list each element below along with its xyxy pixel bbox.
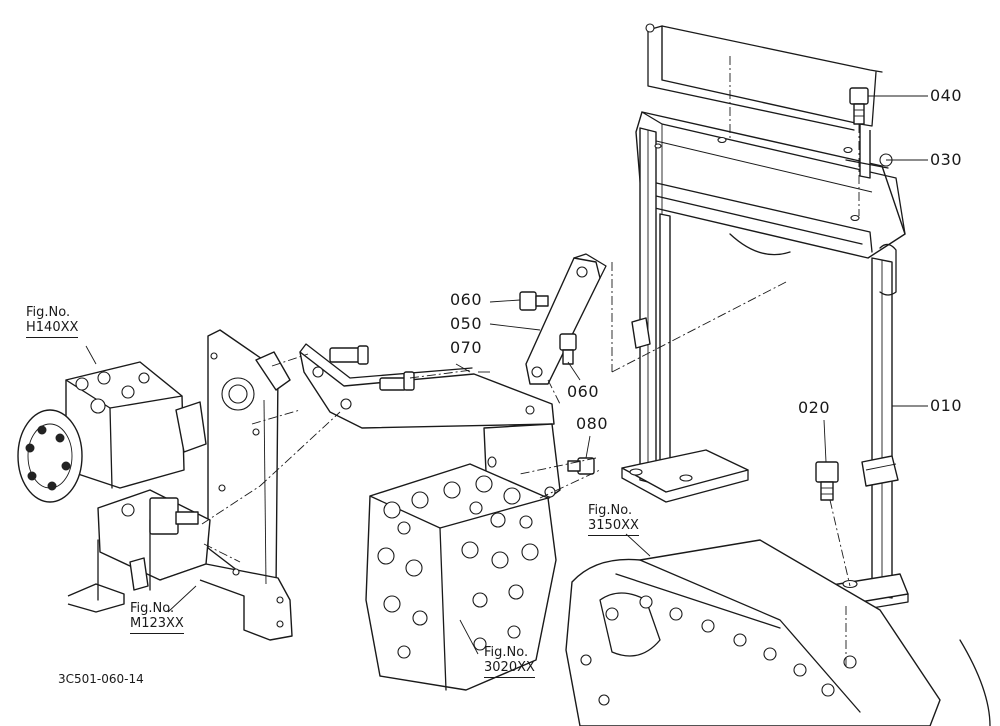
label-part-070: 070 <box>450 338 483 357</box>
figure-ref-3150xx-prefix: Fig.No. <box>588 503 633 518</box>
cylinder-head <box>365 463 557 691</box>
figure-ref-3150xx-code: 3150XX <box>588 518 639 536</box>
figure-ref-m123xx-prefix: Fig.No. <box>130 601 175 616</box>
figure-ref-3150xx[interactable]: Fig.No. 3150XX <box>588 503 639 536</box>
label-part-010: 010 <box>930 396 963 415</box>
assembly-center-lines <box>201 56 860 668</box>
bolt-020 <box>815 461 839 501</box>
figure-ref-m123xx[interactable]: Fig.No. M123XX <box>130 601 184 634</box>
bolt-040 <box>849 87 869 125</box>
label-part-050: 050 <box>450 314 483 333</box>
bolt-060-lower <box>559 333 577 365</box>
front-frame-housing <box>565 539 991 726</box>
diagram-reference-number: 3C501-060-14 <box>58 672 144 686</box>
label-part-020: 020 <box>798 398 831 417</box>
label-part-080: 080 <box>576 414 609 433</box>
bolt-080 <box>567 457 595 475</box>
figure-ref-m123xx-code: M123XX <box>130 616 184 634</box>
figure-ref-3020xx-code: 3020XX <box>484 660 535 678</box>
leader-lines <box>85 95 928 655</box>
lower-bracket <box>67 489 293 641</box>
steering-unit <box>17 361 207 503</box>
label-part-040: 040 <box>930 86 963 105</box>
figure-ref-h140xx-prefix: Fig.No. <box>26 305 71 320</box>
figure-ref-h140xx[interactable]: Fig.No. H140XX <box>26 305 79 338</box>
figure-ref-3020xx[interactable]: Fig.No. 3020XX <box>484 645 535 678</box>
label-part-060-upper: 060 <box>450 290 483 309</box>
label-part-030: 030 <box>930 150 963 169</box>
bolts-070-set <box>329 345 415 391</box>
figure-ref-3020xx-prefix: Fig.No. <box>484 645 529 660</box>
figure-ref-h140xx-code: H140XX <box>26 320 79 338</box>
top-bracket-030 <box>645 23 893 179</box>
stay-050 <box>525 253 607 385</box>
support-frame-010 <box>621 111 909 615</box>
mounting-plate <box>207 329 291 595</box>
label-part-060-lower: 060 <box>567 382 600 401</box>
bracket-070 <box>299 343 561 501</box>
bolt-060-upper <box>519 291 549 311</box>
